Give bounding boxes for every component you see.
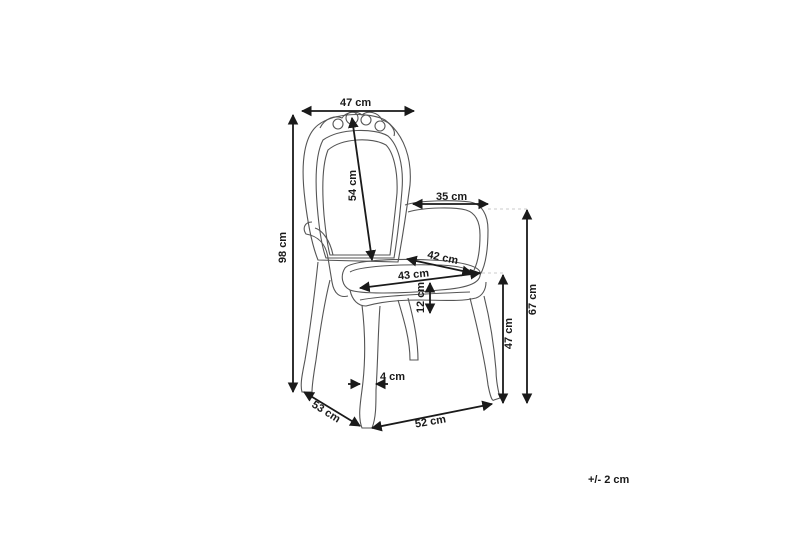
backrest-height-line: [348, 116, 376, 262]
backrest-height-label: 54 cm: [347, 169, 360, 202]
seat-thickness-label: 12 cm: [415, 281, 428, 314]
seat-width-line: [358, 268, 482, 293]
tolerance-note: +/- 2 cm: [588, 474, 630, 486]
dimension-lines: [287, 105, 533, 432]
width-line: [370, 400, 494, 432]
total-height-label: 98 cm: [277, 231, 290, 264]
armrest-height-label: 67 cm: [527, 283, 540, 316]
leg-width-label: 4 cm: [380, 371, 406, 383]
armrest-depth-label: 35 cm: [436, 191, 468, 203]
guide-lines: [482, 208, 527, 274]
depth-line: [303, 391, 361, 427]
seat-height-label: 47 cm: [503, 317, 516, 350]
top-width-label: 47 cm: [340, 97, 372, 109]
